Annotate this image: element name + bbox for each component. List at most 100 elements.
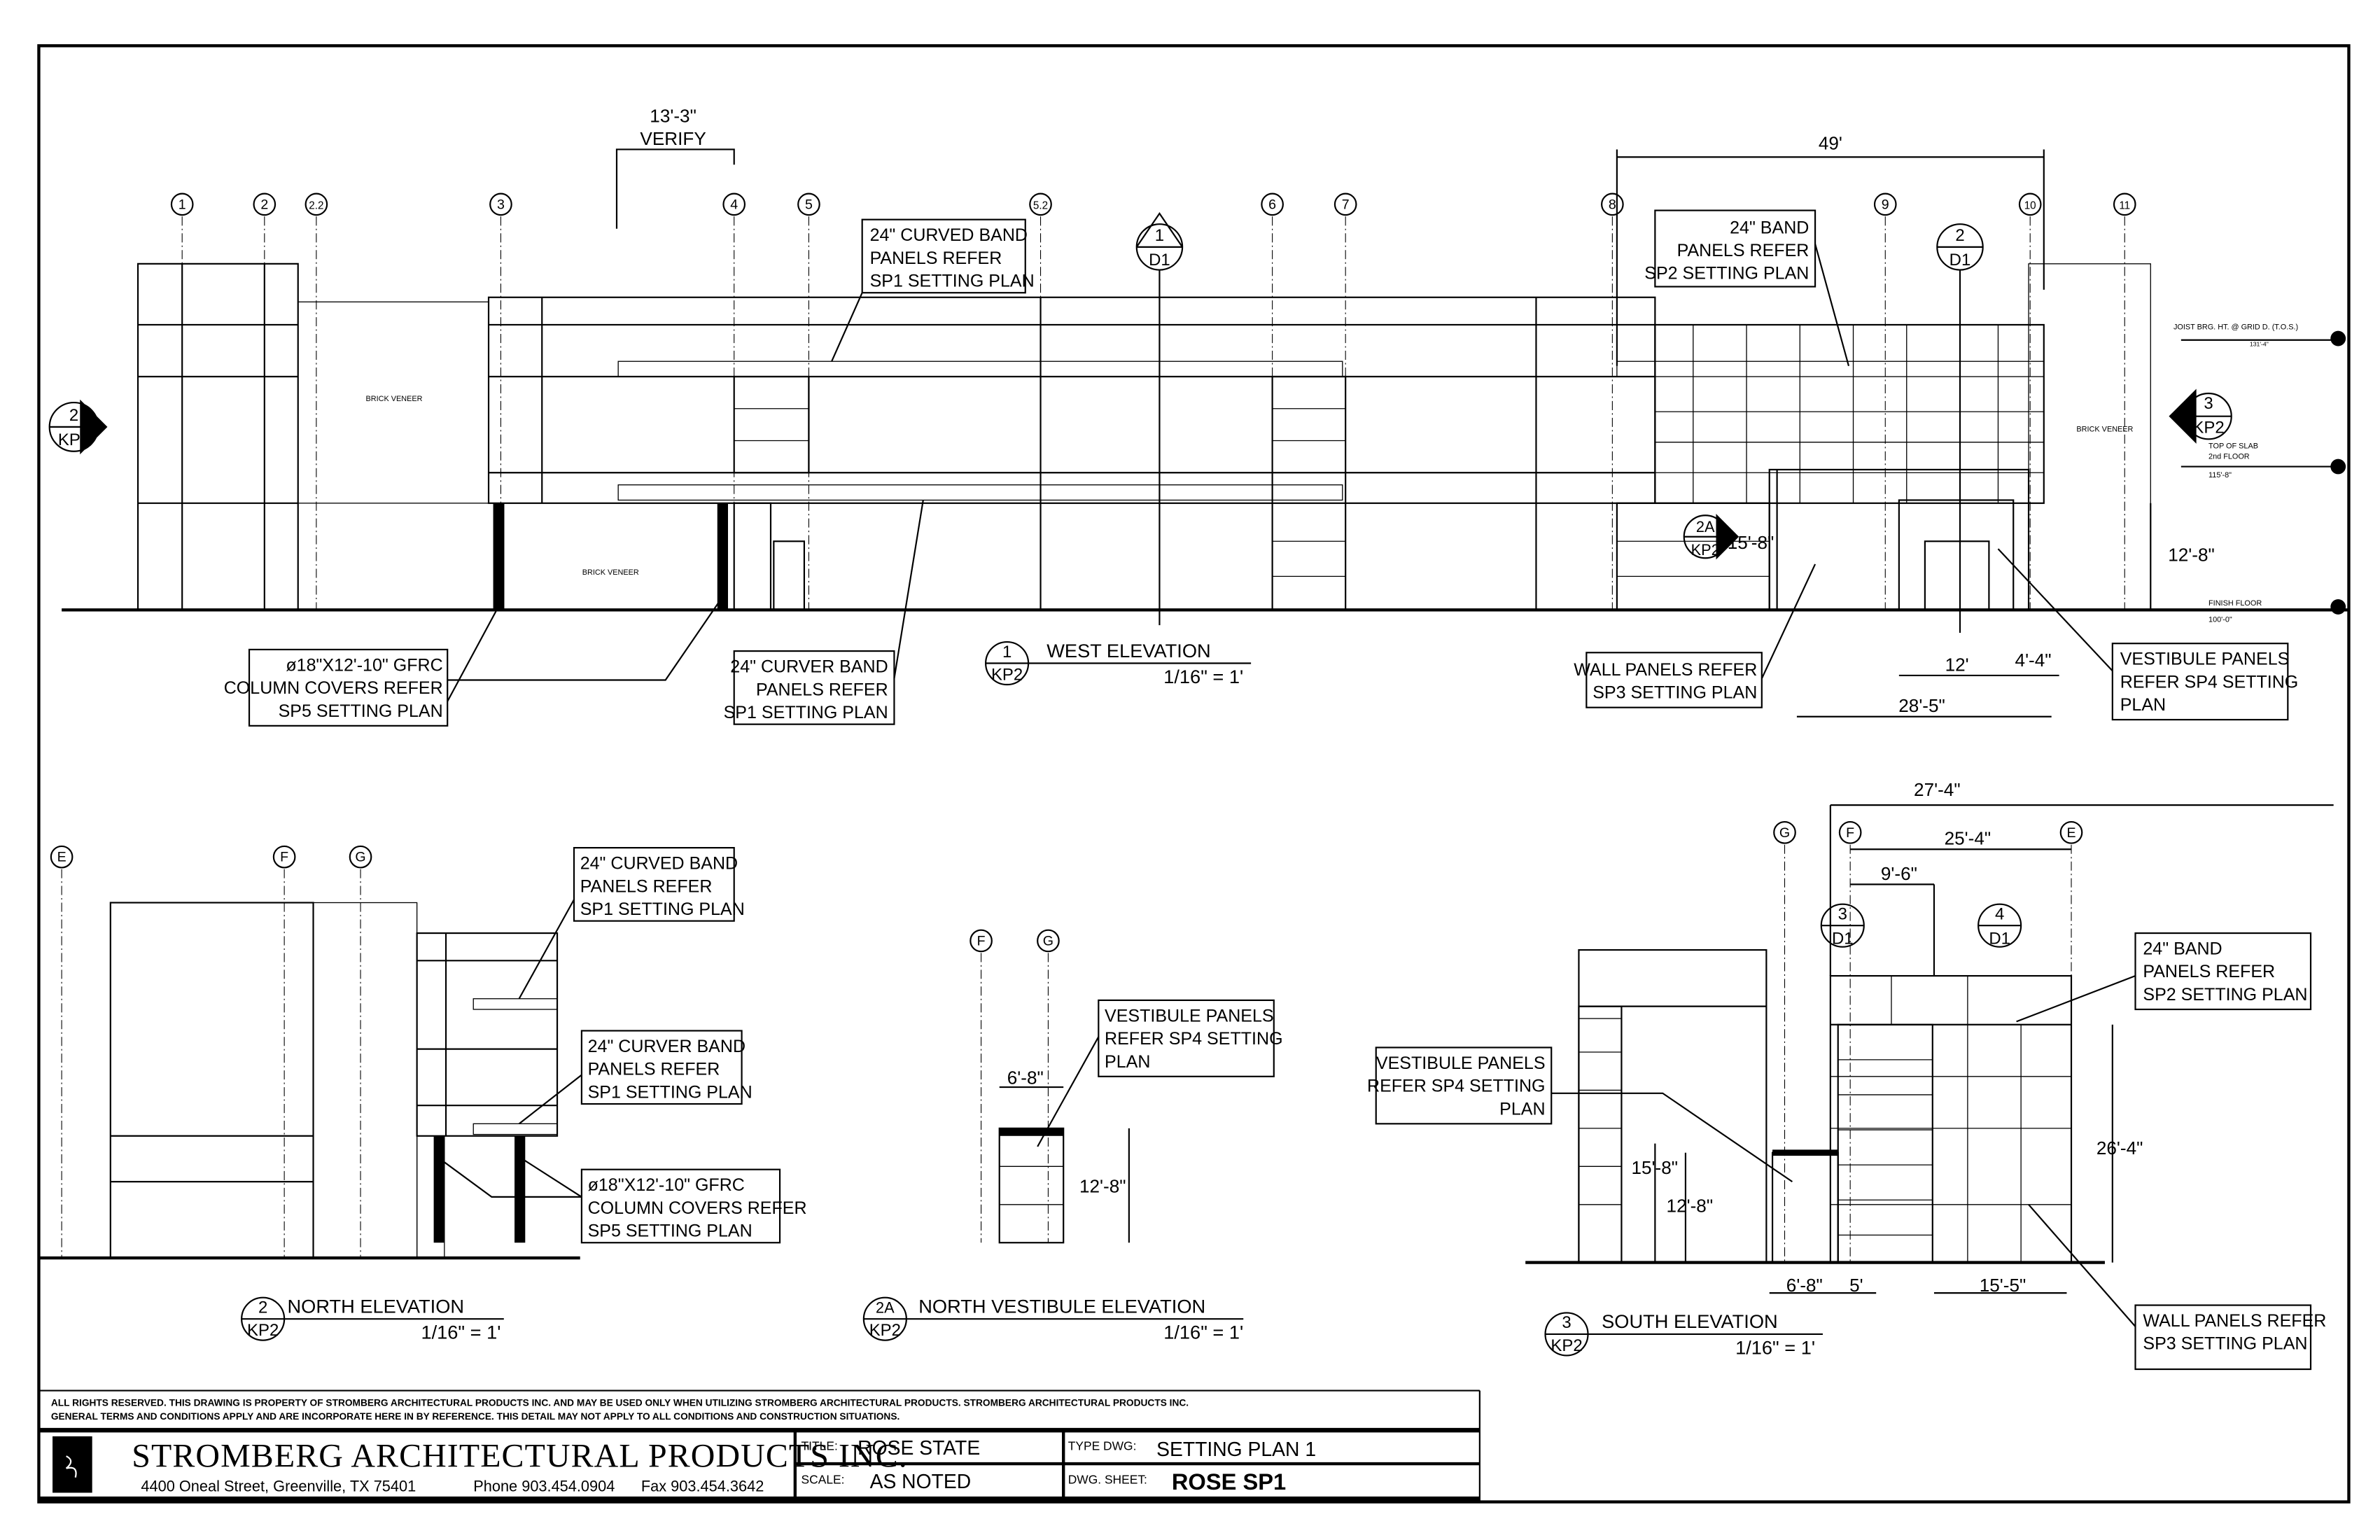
grid-label: 9	[1882, 197, 1889, 212]
curved-band-panels-top	[617, 360, 1343, 377]
svg-text:SP3 SETTING PLAN: SP3 SETTING PLAN	[1592, 683, 1757, 703]
dimension: 12'	[1945, 654, 1969, 675]
svg-text:NORTH ELEVATION: NORTH ELEVATION	[287, 1295, 464, 1317]
svg-text:TOP OF SLAB: TOP OF SLAB	[2208, 442, 2258, 450]
svg-text:VESTIBULE PANELS: VESTIBULE PANELS	[2120, 650, 2290, 669]
title-block: ALL RIGHTS RESERVED. THIS DRAWING IS PRO…	[38, 1390, 1480, 1502]
grid-label: 4	[730, 197, 738, 212]
column-cover	[493, 503, 504, 610]
svg-text:WALL PANELS REFER: WALL PANELS REFER	[1574, 660, 1757, 680]
svg-text:KP2: KP2	[869, 1321, 901, 1340]
svg-text:SP1 SETTING PLAN: SP1 SETTING PLAN	[580, 899, 745, 919]
svg-text:100'-0": 100'-0"	[2208, 616, 2232, 624]
svg-text:3: 3	[2204, 394, 2213, 413]
svg-text:KP2: KP2	[2192, 419, 2224, 438]
sheet-border	[37, 44, 2351, 1504]
svg-text:VESTIBULE PANELS: VESTIBULE PANELS	[1105, 1006, 1274, 1026]
band-panels-grid	[1654, 323, 2045, 504]
callout-curved-band: 24" CURVED BAND PANELS REFER SP1 SETTING…	[831, 218, 1035, 362]
level-markers: JOIST BRG. HT. @ GRID D. (T.O.S.) 131'-4…	[2174, 323, 2346, 624]
dimension: 25'-4"	[1945, 828, 1991, 849]
dimension: 12'-8"	[1667, 1196, 1714, 1217]
svg-text:SP5 SETTING PLAN: SP5 SETTING PLAN	[279, 701, 443, 721]
svg-text:F: F	[977, 933, 986, 948]
drawing-sheet-number: ROSE SP1	[1172, 1469, 1286, 1494]
company-logo	[52, 1436, 92, 1493]
grid-label: 7	[1342, 197, 1350, 212]
svg-text:3: 3	[1562, 1313, 1571, 1332]
brick-label: BRICK VENEER	[2076, 425, 2133, 433]
svg-text:1/16" = 1': 1/16" = 1'	[1163, 666, 1243, 687]
view-title-north: 2 KP2 NORTH ELEVATION 1/16" = 1'	[241, 1295, 504, 1343]
svg-text:115'-8": 115'-8"	[2208, 471, 2232, 479]
svg-text:REFER SP4 SETTING: REFER SP4 SETTING	[1367, 1077, 1546, 1096]
svg-text:ø18"X12'-10" GFRC: ø18"X12'-10" GFRC	[588, 1175, 745, 1195]
left-tower	[136, 262, 299, 611]
svg-text:REFER SP4 SETTING: REFER SP4 SETTING	[1105, 1029, 1283, 1049]
svg-text:TITLE:: TITLE:	[802, 1438, 838, 1452]
svg-text:G: G	[355, 850, 365, 865]
svg-text:PANELS REFER: PANELS REFER	[2143, 962, 2275, 981]
svg-text:FINISH FLOOR: FINISH FLOOR	[2208, 599, 2262, 608]
svg-text:ø18"X12'-10" GFRC: ø18"X12'-10" GFRC	[286, 655, 442, 675]
dimension: 12'-8"	[2168, 545, 2215, 566]
svg-text:JOIST BRG. HT. @ GRID D. (T.O.: JOIST BRG. HT. @ GRID D. (T.O.S.)	[2174, 323, 2298, 331]
dimension: 28'-5"	[1898, 695, 1945, 716]
vestibule-entry	[1898, 499, 2015, 611]
dimension: 13'-3"	[650, 105, 696, 126]
section-marker-2-d1: 2D1	[1936, 223, 1984, 633]
grid-label: 11	[2119, 200, 2130, 211]
callout-curver-band: 24" CURVER BAND PANELS REFER SP1 SETTING…	[724, 500, 924, 725]
view-title-west: 1 KP2 WEST ELEVATION 1/16" = 1'	[985, 640, 1252, 687]
dimension: 26'-4"	[2096, 1138, 2143, 1158]
company-phone: Phone 903.454.0904	[473, 1477, 615, 1494]
svg-text:1: 1	[1155, 226, 1164, 245]
callout-vestibule: VESTIBULE PANELS REFER SP4 SETTING PLAN	[1037, 999, 1283, 1147]
svg-text:24" BAND: 24" BAND	[2143, 939, 2222, 959]
dimension: 15'-8"	[1631, 1157, 1678, 1178]
svg-text:DWG. SHEET:: DWG. SHEET:	[1068, 1472, 1147, 1486]
logo-mark	[65, 1455, 77, 1478]
svg-text:SP5 SETTING PLAN: SP5 SETTING PLAN	[588, 1222, 752, 1241]
callout-vestibule: VESTIBULE PANELS REFER SP4 SETTING PLAN	[1367, 1046, 1793, 1183]
dimension: 49'	[1819, 132, 1842, 153]
svg-text:WEST ELEVATION: WEST ELEVATION	[1046, 640, 1210, 662]
svg-text:1/16" = 1': 1/16" = 1'	[1735, 1336, 1815, 1358]
svg-text:4: 4	[1995, 904, 2004, 923]
svg-text:PANELS REFER: PANELS REFER	[756, 680, 888, 699]
door	[773, 540, 805, 611]
svg-text:PLAN: PLAN	[1105, 1052, 1150, 1072]
brick-label: BRICK VENEER	[365, 395, 422, 403]
svg-text:PLAN: PLAN	[1499, 1099, 1545, 1119]
brick-veneer	[2028, 263, 2151, 610]
svg-text:KP2: KP2	[1691, 541, 1720, 559]
section-marker-1-d1: 1D1	[1135, 212, 1184, 626]
svg-text:KP2: KP2	[247, 1321, 279, 1340]
svg-text:SP1 SETTING PLAN: SP1 SETTING PLAN	[724, 703, 888, 722]
company-fax: Fax 903.454.3642	[641, 1477, 764, 1494]
north-elevation: E F G 24" CURVED BAND PANELS REFER SP1 S…	[38, 845, 807, 1343]
svg-text:24" CURVED BAND: 24" CURVED BAND	[580, 854, 738, 874]
svg-text:REFER SP4 SETTING: REFER SP4 SETTING	[2120, 672, 2299, 692]
svg-text:G: G	[1043, 933, 1054, 948]
brick-veneer	[503, 503, 721, 610]
callout-band: 24" BAND PANELS REFER SP2 SETTING PLAN	[2016, 932, 2312, 1023]
svg-text:131'-4": 131'-4"	[2250, 340, 2269, 347]
svg-text:KP2: KP2	[991, 665, 1023, 684]
svg-text:KP2: KP2	[1550, 1336, 1582, 1355]
grid-label: 6	[1268, 197, 1276, 212]
dimension: 27'-4"	[1914, 779, 1961, 800]
svg-text:G: G	[1779, 825, 1790, 841]
svg-text:SP1 SETTING PLAN: SP1 SETTING PLAN	[588, 1082, 752, 1102]
dimension: 15'-8"	[1728, 532, 1774, 553]
dimension-note: VERIFY	[640, 128, 706, 149]
callout-vestibule-panels: VESTIBULE PANELS REFER SP4 SETTING PLAN	[1997, 548, 2299, 721]
svg-text:2: 2	[1955, 226, 1964, 245]
view-title-vestibule: 2A KP2 NORTH VESTIBULE ELEVATION 1/16" =…	[862, 1295, 1243, 1343]
svg-text:SP3 SETTING PLAN: SP3 SETTING PLAN	[2143, 1334, 2307, 1354]
brick-label: BRICK VENEER	[582, 568, 639, 577]
disclaimer: GENERAL TERMS AND CONDITIONS APPLY AND A…	[51, 1411, 899, 1422]
svg-text:PANELS REFER: PANELS REFER	[870, 248, 1002, 268]
